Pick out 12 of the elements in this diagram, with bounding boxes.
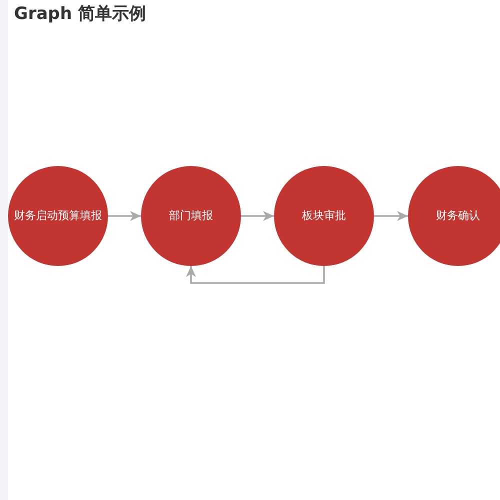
title: Graph 简单示例 <box>14 3 146 25</box>
arrow <box>108 211 141 221</box>
arrow <box>374 211 408 221</box>
node-label: 财务启动预算填报 <box>14 209 102 223</box>
circle-node <box>274 166 374 266</box>
node-label: 板块审批 <box>302 209 346 223</box>
circle-node <box>8 166 108 266</box>
arrow <box>186 266 325 284</box>
node-label: 财务确认 <box>436 209 480 223</box>
circle-node <box>141 166 241 266</box>
arrow <box>241 211 274 221</box>
node-label: 部门填报 <box>169 209 213 223</box>
